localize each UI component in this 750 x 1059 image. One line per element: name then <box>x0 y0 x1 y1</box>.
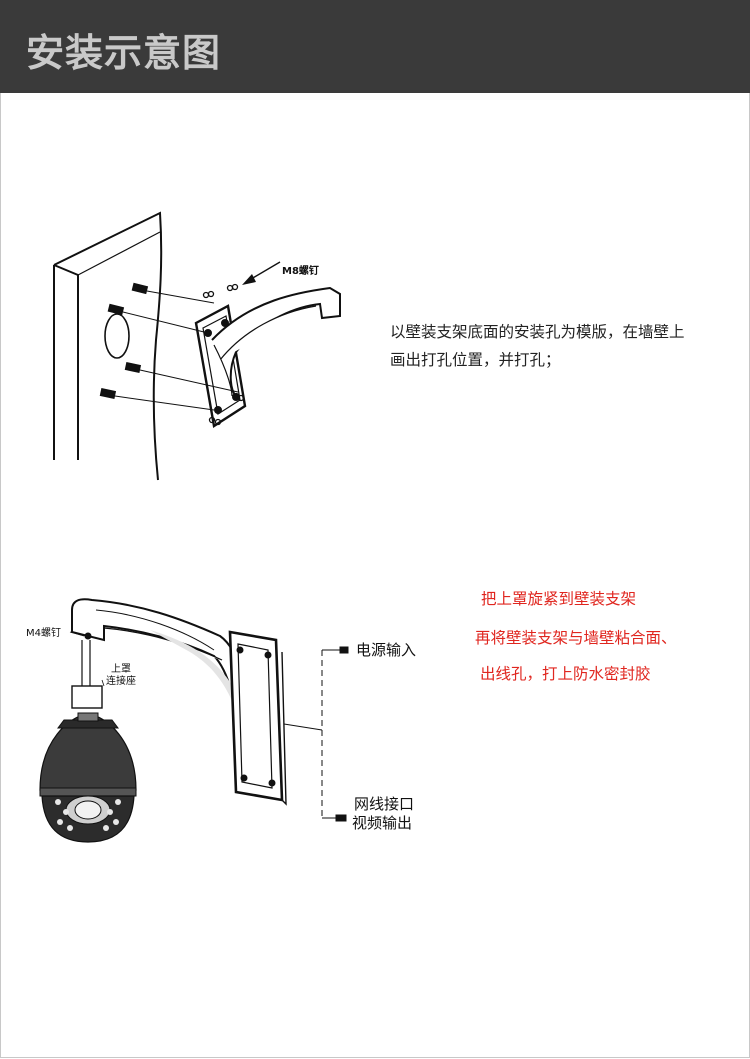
connector-line1: 上罩 <box>111 664 131 675</box>
video-output-label: 视频输出 <box>352 814 413 832</box>
ptz-dome-camera <box>39 712 137 843</box>
step1-line2: 画出打孔位置，并打孔； <box>390 351 561 369</box>
camera-mount-stem <box>69 631 105 709</box>
bracket-arm <box>71 598 260 764</box>
page-title: 安装示意图 <box>26 31 222 75</box>
wall-illustration <box>53 211 163 481</box>
mounting-plate <box>228 630 287 806</box>
note-tighten-cover: 把上罩旋紧到壁装支架 <box>481 590 637 608</box>
header-banner: 安装示意图 <box>0 0 750 93</box>
m4-screw-label: M4螺钉 <box>26 628 61 639</box>
step1-instruction: 以壁装支架底面的安装孔为模版，在墙壁上 画出打孔位置，并打孔； <box>390 318 685 374</box>
anchor-bolts <box>99 282 245 426</box>
m8-screw-label: M8螺钉 <box>282 266 319 277</box>
power-input-label: 电源输入 <box>356 641 417 659</box>
m8-pointer-arrow <box>242 261 281 285</box>
connector-line2: 连接座 <box>106 676 136 687</box>
wall-bracket <box>194 286 341 428</box>
note-seal-bracket: 再将壁装支架与墙壁粘合面、 <box>475 629 677 647</box>
top-cover-connector-label: 上罩 连接座 <box>106 664 136 688</box>
cable-lines <box>283 646 349 822</box>
network-port-label: 网线接口 <box>354 795 415 813</box>
step1-line1: 以壁装支架底面的安装孔为模版，在墙壁上 <box>390 323 685 341</box>
note-waterproof-glue: 出线孔，打上防水密封胶 <box>480 665 651 683</box>
